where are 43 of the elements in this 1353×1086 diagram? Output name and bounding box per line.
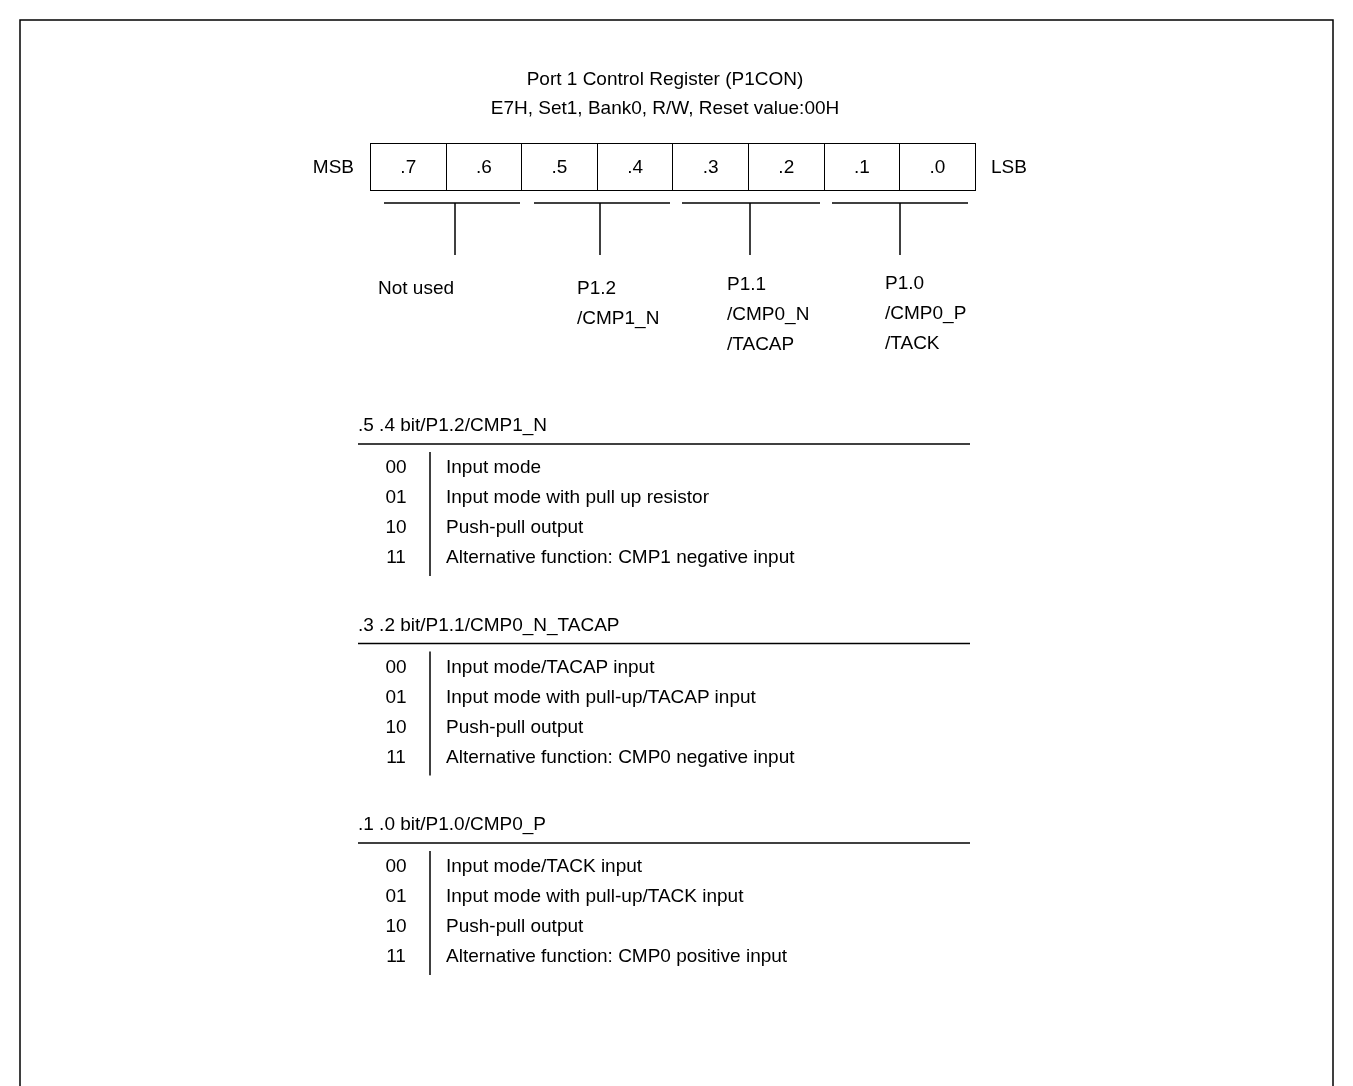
bit-code: 01 (385, 684, 407, 709)
section-heading: .5 .4 bit/P1.2/CMP1_N (358, 413, 548, 438)
mode-description: Input mode with pull up resistor (446, 485, 709, 509)
bit-cell: .1 (823, 143, 901, 191)
field-label: P1.2 /CMP1_N (577, 276, 660, 331)
bit-cell: .6 (445, 143, 523, 191)
mode-description: Alternative function: CMP0 negative input (446, 744, 795, 769)
mode-description: Input mode with pull-up/TACAP input (446, 684, 756, 709)
bit-cell: .3 (672, 143, 749, 191)
bit-code: 11 (386, 545, 406, 569)
mode-description: Input mode/TACK input (446, 854, 643, 878)
bit-code: 10 (385, 714, 407, 739)
bit-code: 00 (385, 854, 407, 878)
mode-description: Push-pull output (446, 714, 584, 739)
mode-description: Alternative function: CMP1 negative input (446, 545, 795, 569)
bit-cell: .4 (596, 143, 674, 191)
mode-description: Input mode (446, 455, 542, 479)
section-heading: .1 .0 bit/P1.0/CMP0_P (358, 812, 546, 837)
section-heading: .3 .2 bit/P1.1/CMP0_N_TACAP (358, 612, 620, 638)
mode-description: Input mode/TACAP input (446, 654, 655, 679)
bit-code: 00 (385, 455, 407, 479)
field-label: Not used (378, 276, 455, 300)
bit-code: 10 (385, 914, 407, 938)
bit-code: 01 (385, 884, 407, 908)
bit-code: 01 (385, 485, 407, 509)
mode-description: Push-pull output (446, 515, 584, 539)
field-label: P1.0 /CMP0_P /TACK (885, 271, 966, 355)
lsb-label: LSB (991, 155, 1027, 179)
bit-code: 11 (386, 744, 406, 769)
bit-code: 00 (385, 654, 407, 679)
bit-cell: .7 (370, 143, 447, 191)
mode-description: Alternative function: CMP0 positive input (446, 944, 788, 968)
mode-description: Input mode with pull-up/TACK input (446, 884, 744, 908)
field-label: P1.1 /CMP0_N /TACAP (727, 272, 810, 356)
bit-cell: .5 (521, 143, 598, 191)
register-subtitle: E7H, Set1, Bank0, R/W, Reset value:00H (490, 96, 840, 120)
bit-code: 10 (385, 515, 407, 539)
bit-code: 11 (386, 944, 406, 968)
bit-cell: .0 (899, 143, 976, 191)
bit-cell: .2 (748, 143, 825, 191)
mode-description: Push-pull output (446, 914, 584, 938)
register-title: Port 1 Control Register (P1CON) (526, 67, 804, 91)
msb-label: MSB (312, 155, 354, 179)
